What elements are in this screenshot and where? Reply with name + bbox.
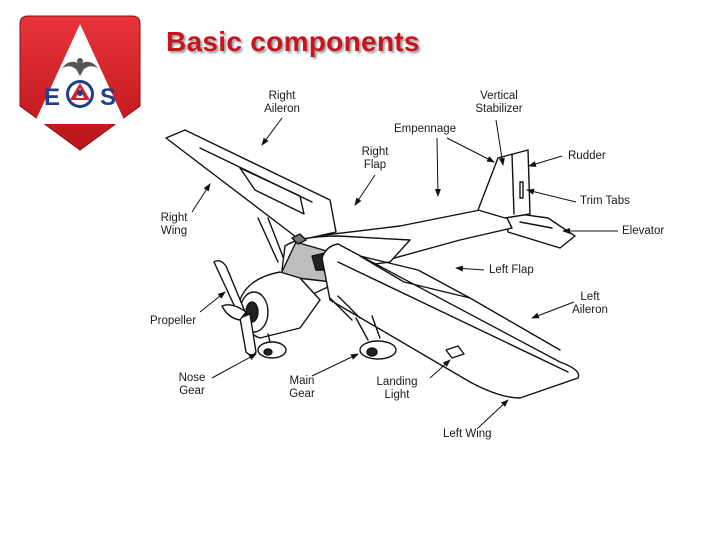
label-elevator: Elevator xyxy=(622,225,665,237)
label-vertical-stabilizer-line1: Vertical xyxy=(480,90,518,102)
arrow-left-aileron xyxy=(531,301,575,319)
label-right-aileron-line1: Right xyxy=(268,90,296,102)
label-right-flap: Right Flap xyxy=(354,146,396,172)
arrow-vertical-stabilizer xyxy=(495,119,505,166)
label-left-flap: Left Flap xyxy=(489,264,534,276)
arrow-rudder xyxy=(528,155,563,167)
label-vertical-stabilizer-line2: Stabilizer xyxy=(475,103,523,115)
civil-air-patrol-shield-icon: E S xyxy=(19,15,141,151)
label-landing-light-line1: Landing xyxy=(376,376,418,388)
propeller-emblem-icon xyxy=(66,80,94,108)
vertical-stabilizer-shape xyxy=(477,149,531,219)
label-left-aileron-line2: Aileron xyxy=(572,304,608,316)
logo-letter-right: S xyxy=(100,84,116,111)
arrow-left-wing xyxy=(477,399,509,429)
arrow-empennage-stabilizer xyxy=(446,137,495,163)
label-landing-light: Landing Light xyxy=(372,376,422,402)
slide-title: Basic components xyxy=(166,26,420,57)
left-wing-shape xyxy=(321,243,580,399)
label-vertical-stabilizer: Vertical Stabilizer xyxy=(468,90,530,116)
arrow-right-flap xyxy=(354,174,376,206)
label-nose-gear-line2: Gear xyxy=(179,385,205,397)
label-left-aileron: Left Aileron xyxy=(566,291,614,317)
label-main-gear-line2: Gear xyxy=(289,388,315,400)
arrow-right-aileron xyxy=(261,117,283,146)
arrow-right-wing xyxy=(191,183,211,213)
label-left-wing: Left Wing xyxy=(443,428,492,440)
label-right-flap-line2: Flap xyxy=(363,159,387,171)
arrow-main-gear xyxy=(311,353,359,377)
label-empennage: Empennage xyxy=(394,123,457,135)
arrow-empennage-tail xyxy=(434,137,441,197)
label-right-wing-line2: Wing xyxy=(160,225,188,237)
label-right-aileron-line2: Aileron xyxy=(264,103,300,115)
label-right-aileron: Right Aileron xyxy=(258,90,306,116)
eagle-icon xyxy=(62,58,98,76)
label-right-wing-line1: Right xyxy=(160,212,188,224)
label-propeller: Propeller xyxy=(150,315,197,327)
arrow-nose-gear xyxy=(211,353,257,379)
arrow-trim-tabs xyxy=(526,188,577,203)
arrow-propeller xyxy=(199,291,226,313)
label-right-wing: Right Wing xyxy=(154,212,194,238)
label-right-flap-line1: Right xyxy=(361,146,389,158)
label-rudder: Rudder xyxy=(568,150,606,162)
arrow-landing-light xyxy=(429,359,451,379)
label-main-gear: Main Gear xyxy=(282,375,322,401)
label-landing-light-line2: Light xyxy=(384,389,410,401)
label-nose-gear-line1: Nose xyxy=(178,372,206,384)
propeller-shape xyxy=(213,259,247,319)
logo-letter-left: E xyxy=(44,84,60,111)
elevator-shape xyxy=(504,211,576,249)
arrow-left-flap xyxy=(455,265,485,272)
label-left-aileron-line1: Left xyxy=(580,291,600,303)
label-nose-gear: Nose Gear xyxy=(172,372,212,398)
label-trim-tabs: Trim Tabs xyxy=(580,195,630,207)
label-main-gear-line1: Main xyxy=(289,375,315,387)
